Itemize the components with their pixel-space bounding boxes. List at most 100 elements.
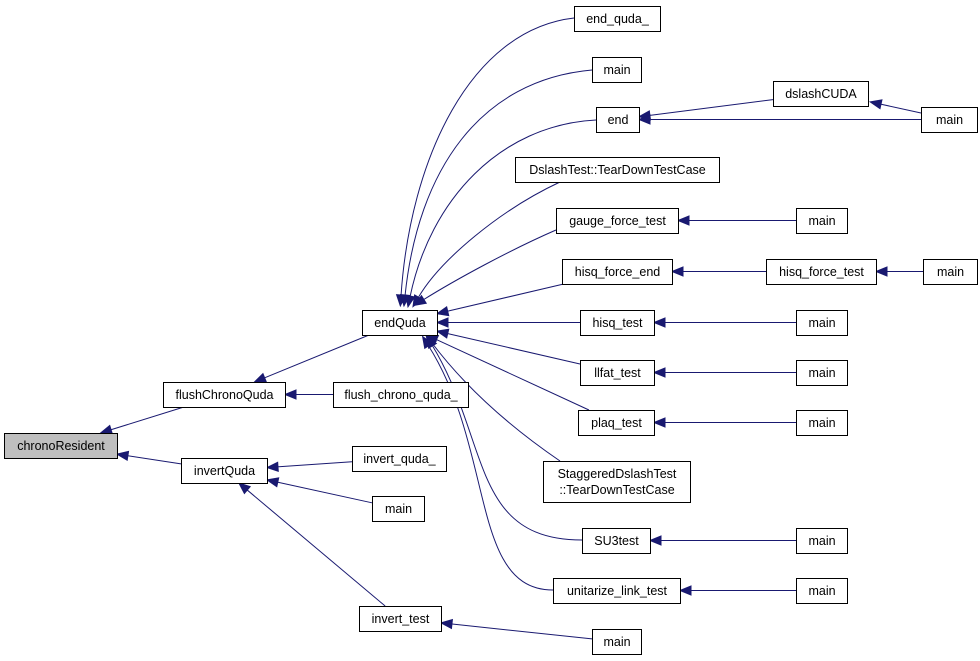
edge-main_ult-to-unitarize_link_test	[678, 585, 796, 596]
node-label: main	[808, 584, 835, 598]
node-DslashTest_TearDown[interactable]: DslashTest::TearDownTestCase	[515, 157, 720, 183]
node-label: endQuda	[374, 316, 425, 330]
node-invert_quda_[interactable]: invert_quda_	[352, 446, 447, 472]
node-box	[562, 259, 673, 285]
node-dslashCUDA[interactable]: dslashCUDA	[773, 81, 869, 107]
node-flush_chrono_quda_[interactable]: flush_chrono_quda_	[333, 382, 469, 408]
edge-flushChronoQuda-to-chronoResident	[99, 406, 185, 435]
edge-main_gft-to-gauge_force_test	[676, 215, 796, 226]
node-box	[333, 382, 469, 408]
node-label: gauge_force_test	[569, 214, 666, 228]
node-box	[796, 310, 848, 336]
edge-dslashCUDA-to-end	[637, 99, 774, 121]
node-unitarize_link_test[interactable]: unitarize_link_test	[553, 578, 681, 604]
node-main_ult[interactable]: main	[796, 578, 848, 604]
node-end_quda_[interactable]: end_quda_	[574, 6, 661, 32]
node-plaq_test[interactable]: plaq_test	[578, 410, 655, 436]
node-endQuda[interactable]: endQuda	[362, 310, 438, 336]
edge-main_end-to-dslashCUDA	[868, 99, 922, 114]
node-label: main	[936, 113, 963, 127]
node-label: SU3test	[594, 534, 639, 548]
node-invertQuda[interactable]: invertQuda	[181, 458, 268, 484]
edge-main_end-to-end	[637, 114, 921, 125]
node-label: hisq_test	[592, 316, 643, 330]
node-SU3test[interactable]: SU3test	[582, 528, 651, 554]
node-label: plaq_test	[591, 416, 642, 430]
node-label: hisq_force_end	[575, 265, 661, 279]
edge-main_invt-to-invert_test	[439, 618, 593, 640]
edge-SU3test-to-endQuda	[426, 335, 583, 541]
node-label: llfat_test	[594, 366, 641, 380]
edge-llfat_test-to-endQuda	[435, 328, 581, 365]
node-gauge_force_test[interactable]: gauge_force_test	[556, 208, 679, 234]
edge-hisq_test-to-endQuda	[435, 317, 580, 328]
node-label: flush_chrono_quda_	[344, 388, 458, 402]
node-box	[582, 528, 651, 554]
node-box	[362, 310, 438, 336]
node-label: main	[937, 265, 964, 279]
edge-main_pt-to-plaq_test	[652, 417, 796, 428]
node-label: unitarize_link_test	[567, 584, 668, 598]
node-label: main	[808, 316, 835, 330]
node-main_eq[interactable]: main	[592, 57, 642, 83]
node-box	[352, 446, 447, 472]
node-box	[543, 461, 691, 503]
node-box	[574, 6, 661, 32]
node-box	[4, 433, 118, 459]
edge-invert_quda_-to-invertQuda	[265, 461, 353, 472]
node-flushChronoQuda[interactable]: flushChronoQuda	[163, 382, 286, 408]
node-hisq_force_end[interactable]: hisq_force_end	[562, 259, 673, 285]
node-box	[796, 528, 848, 554]
node-main_lt[interactable]: main	[796, 360, 848, 386]
node-main_gft[interactable]: main	[796, 208, 848, 234]
node-label: chronoResident	[17, 439, 105, 453]
node-label: main	[808, 214, 835, 228]
edge-endQuda-to-flushChronoQuda	[253, 334, 370, 383]
node-main_hft[interactable]: main	[923, 259, 978, 285]
node-box	[553, 578, 681, 604]
node-main_invq[interactable]: main	[372, 496, 425, 522]
node-label: DslashTest::TearDownTestCase	[529, 163, 706, 177]
node-hisq_force_test[interactable]: hisq_force_test	[766, 259, 877, 285]
node-label: main	[808, 416, 835, 430]
node-llfat_test[interactable]: llfat_test	[580, 360, 655, 386]
node-box	[596, 107, 640, 133]
node-box	[796, 578, 848, 604]
node-hisq_test[interactable]: hisq_test	[580, 310, 655, 336]
node-main_su3[interactable]: main	[796, 528, 848, 554]
node-label: main	[808, 534, 835, 548]
edge-hisq_force_end-to-endQuda	[435, 283, 564, 317]
node-box	[592, 57, 642, 83]
node-box	[796, 208, 848, 234]
node-label: end	[608, 113, 629, 127]
node-box	[578, 410, 655, 436]
edge-DslashTest_TearDown-to-endQuda	[412, 181, 561, 308]
node-box	[556, 208, 679, 234]
node-main_end[interactable]: main	[921, 107, 978, 133]
node-box	[796, 410, 848, 436]
node-main_invt[interactable]: main	[592, 629, 642, 655]
edge-main_ht-to-hisq_test	[652, 317, 796, 328]
node-label: main	[808, 366, 835, 380]
node-box	[796, 360, 848, 386]
node-box	[592, 629, 642, 655]
edge-invertQuda-to-chronoResident	[115, 450, 182, 465]
node-box	[181, 458, 268, 484]
node-Staggered_TearDown[interactable]: StaggeredDslashTest::TearDownTestCase	[543, 461, 691, 503]
node-label: main	[385, 502, 412, 516]
node-label: main	[603, 63, 630, 77]
node-main_pt[interactable]: main	[796, 410, 848, 436]
node-end[interactable]: end	[596, 107, 640, 133]
node-box	[773, 81, 869, 107]
edge-main_invq-to-invertQuda	[265, 477, 373, 504]
node-invert_test[interactable]: invert_test	[359, 606, 442, 632]
edge-gauge_force_test-to-endQuda	[413, 229, 557, 306]
node-label: flushChronoQuda	[176, 388, 274, 402]
edge-main_hft-to-hisq_force_test	[874, 266, 923, 277]
node-chronoResident[interactable]: chronoResident	[4, 433, 118, 459]
node-label: invertQuda	[194, 464, 255, 478]
node-label: end_quda_	[586, 12, 650, 26]
node-main_ht[interactable]: main	[796, 310, 848, 336]
edge-main_su3-to-SU3test	[648, 535, 796, 546]
